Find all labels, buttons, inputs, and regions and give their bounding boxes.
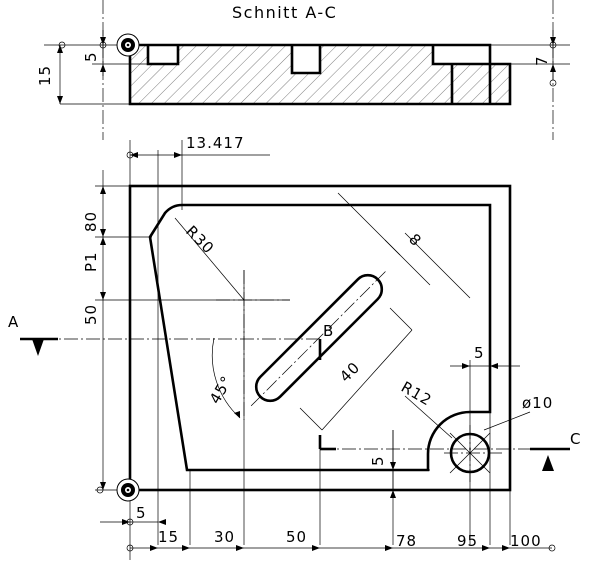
bore <box>444 425 505 482</box>
dim-50-left: 50 <box>82 304 100 325</box>
dim-r30: R30 <box>182 222 218 258</box>
dim-45: 45° <box>206 372 236 407</box>
origin-symbol-top <box>116 33 140 57</box>
dim-p1: P1 <box>82 251 100 272</box>
dim-bottom-15: 15 <box>158 528 179 546</box>
dim-15-section: 15 <box>36 65 54 86</box>
dim-40: 40 <box>336 358 364 386</box>
section-arrow-c <box>542 455 554 471</box>
dim-5-bottom: 5 <box>369 455 387 466</box>
label-a: A <box>8 313 19 331</box>
dim-5-right: 5 <box>474 344 485 362</box>
dim-7-section: 7 <box>533 55 551 66</box>
pocket-outline <box>148 203 492 472</box>
plan-view: A C B 80 P1 50 R30 <box>8 134 581 560</box>
label-c: C <box>570 430 581 448</box>
dim-13417: 13.417 <box>186 134 245 152</box>
section-body <box>130 45 452 104</box>
origin-symbol-bottom <box>116 478 140 502</box>
dim-5-section: 5 <box>82 51 100 62</box>
dim-bottom-78: 78 <box>396 532 417 550</box>
label-b: B <box>323 322 334 340</box>
section-view: Schnitt A-C 15 5 7 <box>36 0 570 140</box>
dim-80: 80 <box>82 211 100 232</box>
section-title: Schnitt A-C <box>232 3 337 22</box>
section-arrow-a <box>32 339 44 356</box>
slot <box>250 269 388 407</box>
dim-r12: R12 <box>398 378 435 410</box>
dim-bore: ø10 <box>522 394 553 412</box>
dim-bottom-100: 100 <box>510 532 542 550</box>
dim-5-left: 5 <box>136 504 147 522</box>
dim-bottom-30: 30 <box>214 528 235 546</box>
dim-8: 8 <box>405 230 425 250</box>
dim-bottom-50: 50 <box>286 528 307 546</box>
dim-bottom-95: 95 <box>457 532 478 550</box>
